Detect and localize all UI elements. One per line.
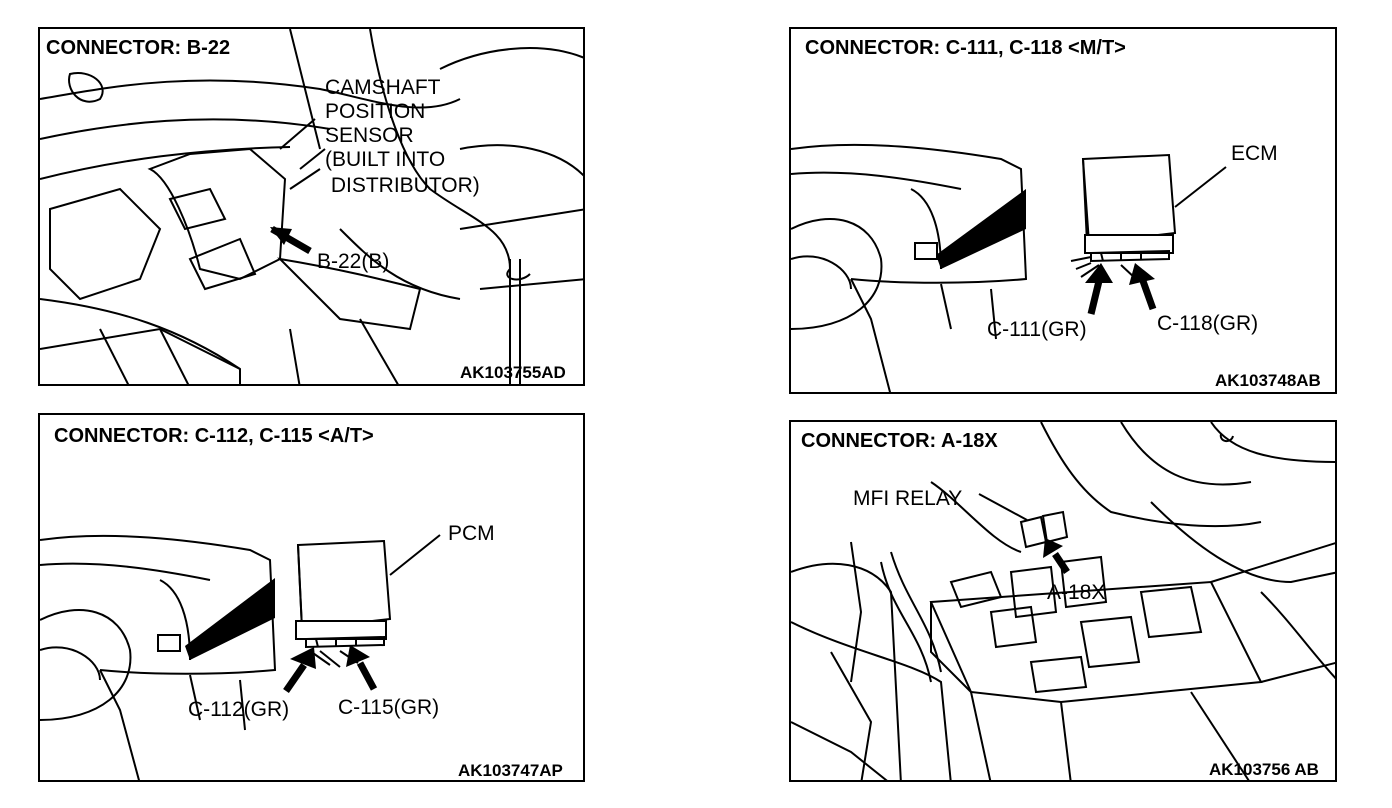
camshaft-label-line5: DISTRIBUTOR) (325, 174, 480, 197)
connector-a18x-panel: CONNECTOR: A-18X MFI RELAY A-18X AK10375… (789, 420, 1337, 782)
camshaft-label-line2: POSITION (325, 100, 426, 123)
b22-connector-label: B-22(B) (317, 250, 390, 273)
panel-title: CONNECTOR: C-111, C-118 <M/T> (803, 37, 1128, 60)
c115-connector-label: C-115(GR) (338, 696, 440, 719)
figure-code: AK103755AD (460, 363, 566, 382)
figure-code: AK103756 AB (1209, 760, 1319, 779)
a18x-connector-label: A-18X (1047, 581, 1106, 604)
engine-distributor-drawing (40, 29, 583, 384)
connector-c111-c118-panel: CONNECTOR: C-111, C-118 <M/T> ECM C-111(… (789, 27, 1337, 394)
mfi-relay-label: MFI RELAY (853, 487, 963, 510)
panel-title: CONNECTOR: B-22 (44, 37, 233, 60)
pcm-label: PCM (448, 522, 495, 545)
camshaft-label-line4: (BUILT INTO (325, 148, 446, 171)
panel-title: CONNECTOR: A-18X (799, 430, 1000, 453)
pcm-dashboard-drawing (40, 534, 441, 780)
connector-b22-panel: CONNECTOR: B-22 CAMSHAFT POSITION SENSOR… (38, 27, 585, 386)
c118-connector-label: C-118(GR) (1157, 312, 1259, 335)
connector-c112-c115-panel: CONNECTOR: C-112, C-115 <A/T> PCM C-112(… (38, 413, 585, 782)
relay-box-drawing (791, 422, 1335, 780)
c112-connector-label: C-112(GR) (188, 698, 290, 721)
panel-title: CONNECTOR: C-112, C-115 <A/T> (52, 425, 376, 448)
camshaft-label-line3: SENSOR (325, 124, 414, 147)
figure-code: AK103748AB (1215, 371, 1321, 390)
ecm-label: ECM (1231, 142, 1278, 165)
ecm-dashboard-drawing (791, 143, 1227, 392)
c111-connector-label: C-111(GR) (987, 318, 1087, 341)
camshaft-label-line1: CAMSHAFT (325, 76, 441, 99)
figure-code: AK103747AP (458, 761, 563, 780)
